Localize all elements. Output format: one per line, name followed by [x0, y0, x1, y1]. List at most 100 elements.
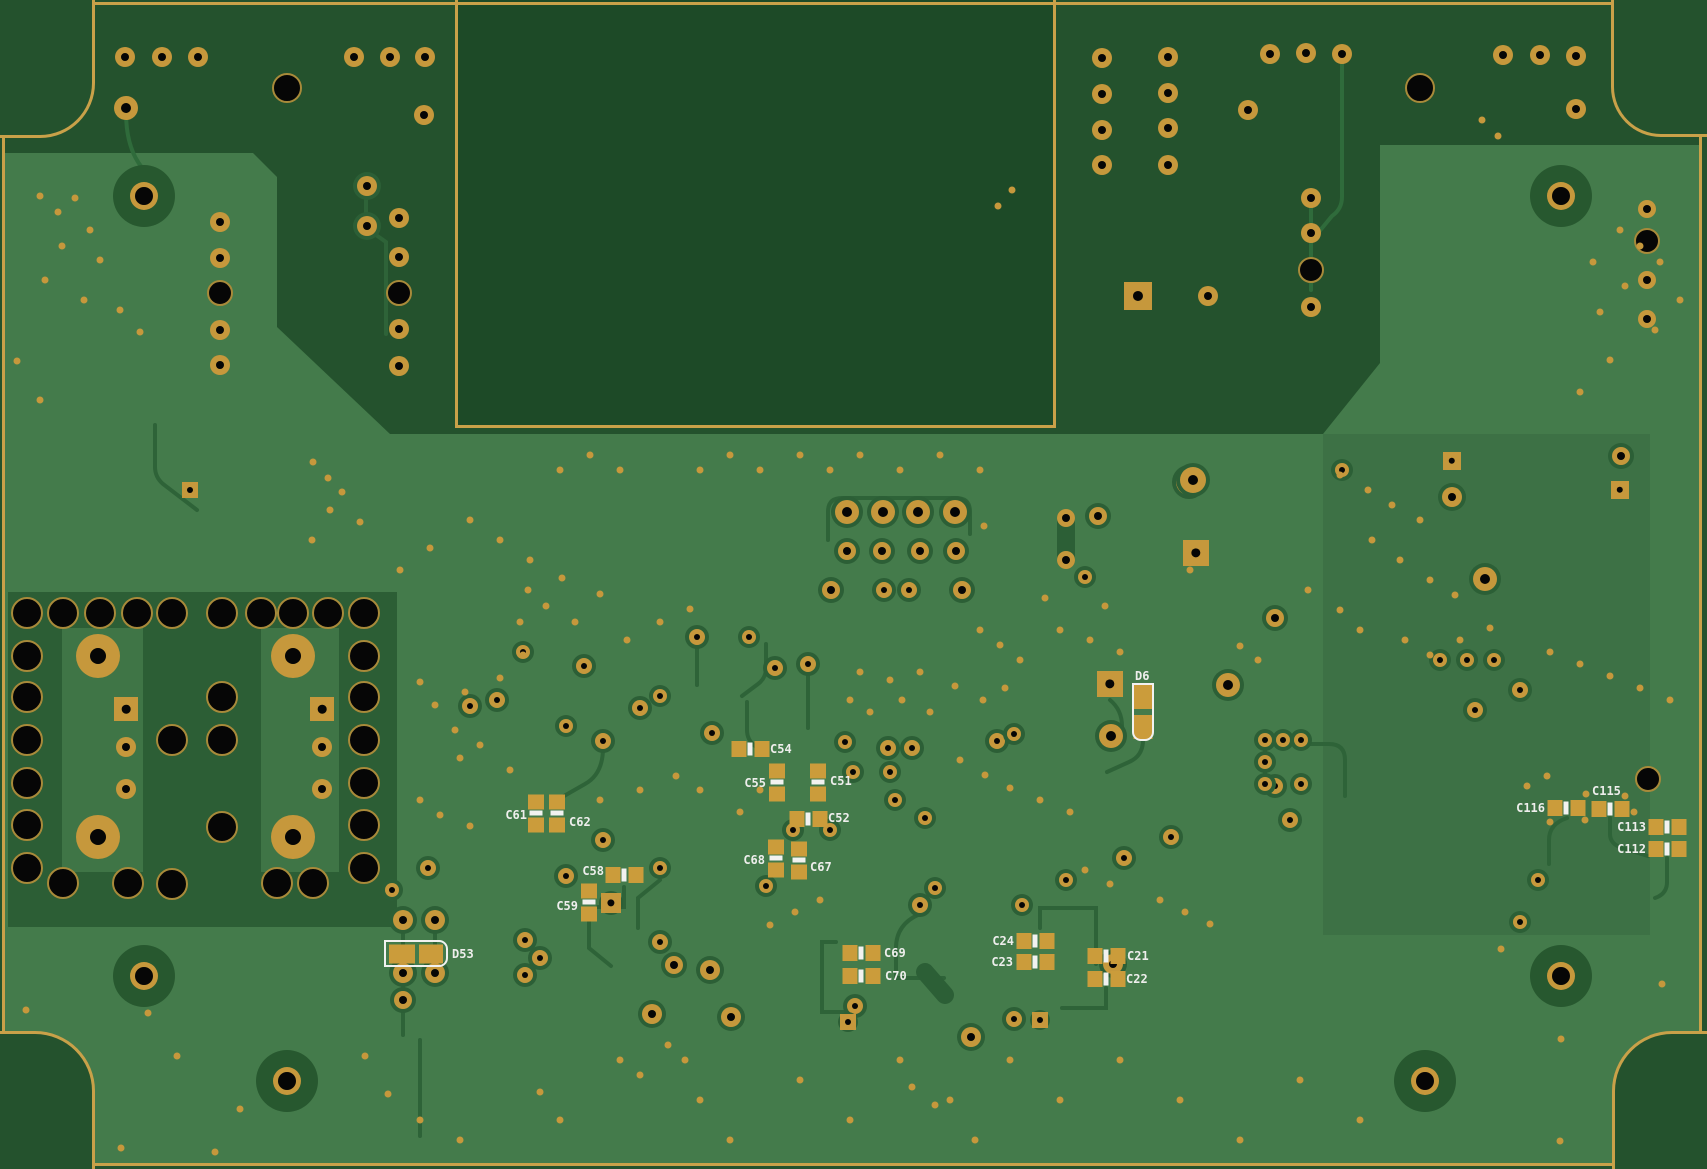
via-hole [1164, 161, 1172, 169]
via-hole [670, 961, 678, 969]
test-dot [846, 696, 854, 704]
via-hole [1204, 292, 1212, 300]
via-hole [1517, 687, 1523, 693]
board-edge-top [95, 2, 1611, 5]
via-hole [522, 972, 528, 978]
via-hole [772, 665, 778, 671]
via-hole [1643, 315, 1651, 323]
drill-hole [261, 867, 293, 899]
test-dot [36, 396, 44, 404]
test-dot [1236, 1136, 1244, 1144]
via-hole [746, 634, 752, 640]
test-dot [696, 1096, 704, 1104]
test-dot [1001, 684, 1009, 692]
via-hole [1262, 737, 1268, 743]
via-hole [421, 53, 429, 61]
via-hole [431, 969, 439, 977]
via-hole [194, 53, 202, 61]
drill-hole [348, 852, 380, 884]
square-pad-hole [1037, 1017, 1043, 1023]
test-dot [1356, 626, 1364, 634]
via-hole [1298, 737, 1304, 743]
via-hole [216, 218, 224, 226]
via-hole [657, 865, 663, 871]
test-dot [1364, 486, 1372, 494]
drill-hole [1634, 228, 1660, 254]
cap-polarity-mark [1032, 934, 1038, 948]
drill-hole [348, 767, 380, 799]
test-dot [519, 651, 527, 659]
via-hole [827, 827, 833, 833]
test-dot [979, 696, 987, 704]
test-dot [1056, 1096, 1064, 1104]
mount-hole [1552, 187, 1570, 205]
cap-polarity-mark [1032, 955, 1038, 969]
big-pad-hole [285, 829, 301, 845]
via-hole [395, 214, 403, 222]
test-dot [526, 556, 534, 564]
drill-hole [156, 724, 188, 756]
cap-polarity-mark [1103, 949, 1109, 963]
test-dot [1106, 880, 1114, 888]
test-dot [926, 708, 934, 716]
cap-polarity-mark [792, 857, 806, 863]
test-dot [816, 896, 824, 904]
corner-notch-bottom-left [0, 1031, 95, 1169]
test-dot [1651, 326, 1659, 334]
test-dot [211, 1148, 219, 1156]
via-hole [431, 916, 439, 924]
via-hole [1437, 657, 1443, 663]
board-cutout [455, 0, 1056, 428]
via-hole [763, 883, 769, 889]
corner-notch-top-left [0, 0, 95, 138]
refdes-label-C115: C115 [1592, 784, 1621, 798]
via-hole [563, 873, 569, 879]
test-dot [1596, 308, 1604, 316]
cap-pad [1570, 800, 1585, 816]
via-hole [906, 587, 912, 593]
test-dot [36, 192, 44, 200]
refdes-label-C70: C70 [885, 969, 907, 983]
test-dot [1016, 656, 1024, 664]
via-hole [494, 697, 500, 703]
via-hole [1499, 51, 1507, 59]
via-hole [1164, 89, 1172, 97]
test-dot [596, 590, 604, 598]
cap-pad [769, 786, 785, 801]
test-dot [558, 574, 566, 582]
cap-polarity-mark [550, 810, 564, 816]
via-hole [1063, 877, 1069, 883]
refdes-label-C58: C58 [582, 864, 604, 878]
cap-polarity-mark [1103, 972, 1109, 986]
test-dot [1101, 602, 1109, 610]
cap-polarity-mark [1607, 802, 1613, 816]
test-dot [1356, 1116, 1364, 1124]
test-dot [826, 466, 834, 474]
via-hole [881, 587, 887, 593]
cap-pad [768, 862, 784, 877]
via-hole [216, 254, 224, 262]
cap-pad [1591, 801, 1606, 817]
via-hole [522, 937, 528, 943]
test-dot [86, 226, 94, 234]
via-hole [1617, 452, 1625, 460]
via-hole [1266, 50, 1274, 58]
cap-pad [731, 741, 746, 757]
test-dot [1636, 684, 1644, 692]
test-dot [1254, 656, 1262, 664]
drill-hole [348, 809, 380, 841]
drill-hole [312, 597, 344, 629]
test-dot [1401, 636, 1409, 644]
test-dot [616, 1056, 624, 1064]
refdes-label-C67: C67 [810, 860, 832, 874]
via-hole [1262, 781, 1268, 787]
mount-hole [278, 1072, 296, 1090]
via-hole [1472, 707, 1478, 713]
cap-pad [1087, 971, 1102, 987]
test-dot [1616, 226, 1624, 234]
test-dot [1630, 808, 1638, 816]
test-dot [1336, 606, 1344, 614]
test-dot [696, 786, 704, 794]
via-hole [922, 815, 928, 821]
via-hole [1062, 556, 1070, 564]
